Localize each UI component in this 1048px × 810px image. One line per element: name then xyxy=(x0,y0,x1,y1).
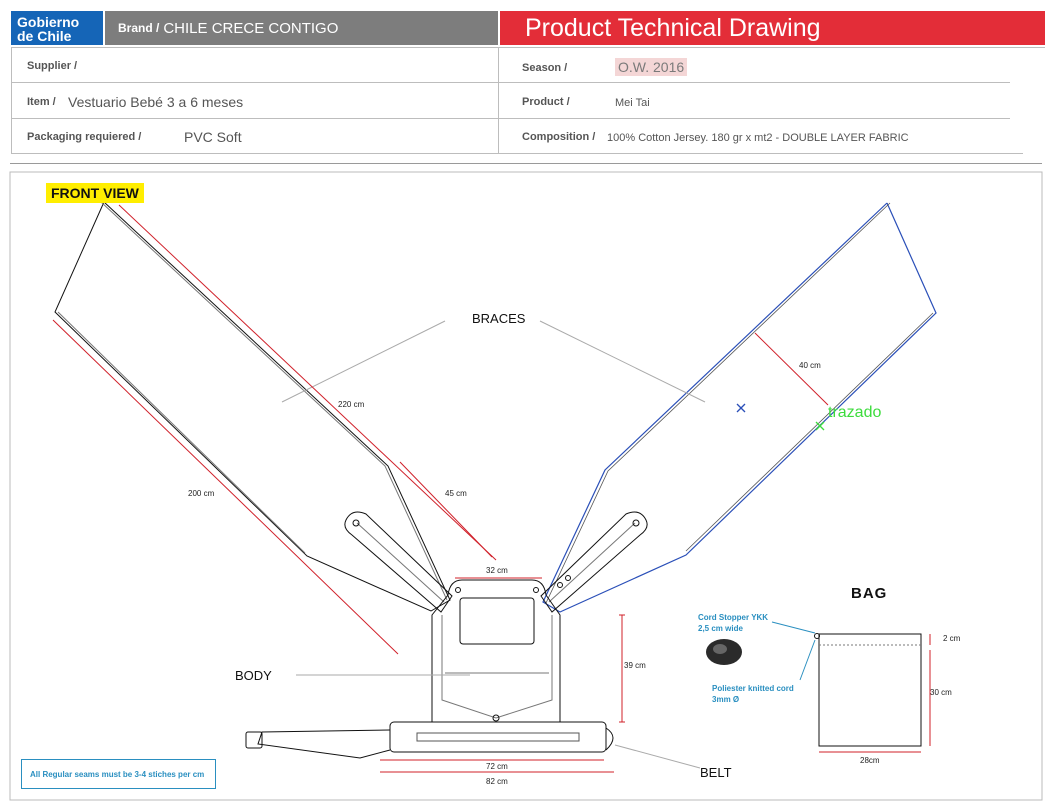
divider xyxy=(498,47,499,154)
drawing-frame xyxy=(9,171,1043,801)
product-value: Mei Tai xyxy=(615,97,650,109)
divider xyxy=(11,82,498,83)
cord-line-1: Poliester knitted cord xyxy=(712,684,794,693)
carrier-body xyxy=(431,579,561,723)
left-brace xyxy=(54,201,451,612)
divider xyxy=(11,47,1045,48)
dimension-lines xyxy=(52,204,931,773)
bag-label: BAG xyxy=(851,585,888,602)
dim-30: 30 cm xyxy=(930,688,952,697)
divider xyxy=(498,82,1010,83)
divider xyxy=(11,153,498,154)
composition-value: 100% Cotton Jersey. 180 gr x mt2 - DOUBL… xyxy=(607,132,909,144)
cord-label: Poliester knitted cord 3mm Ø xyxy=(712,683,794,705)
season-value: O.W. 2016 xyxy=(615,58,688,76)
packaging-label: Packaging requiered / xyxy=(27,131,142,143)
dim-220: 220 cm xyxy=(338,400,365,409)
cord-stopper-leader xyxy=(771,621,816,634)
divider xyxy=(498,153,1023,154)
left-strap xyxy=(344,511,453,613)
logo-line-1: Gobierno xyxy=(17,14,80,30)
dim-45: 45 cm xyxy=(445,489,467,498)
divider xyxy=(11,47,12,154)
item-label: Item / xyxy=(27,96,56,108)
item-value: Vestuario Bebé 3 a 6 meses xyxy=(68,94,244,110)
dim-39: 39 cm xyxy=(624,661,646,670)
divider xyxy=(10,163,1042,164)
season-label: Season / xyxy=(522,62,568,74)
right-brace xyxy=(542,202,937,613)
braces-label: BRACES xyxy=(472,311,526,326)
divider xyxy=(498,118,1010,119)
dim-28: 28cm xyxy=(860,756,880,765)
body-label: BODY xyxy=(235,668,272,683)
logo-line-2: de Chile xyxy=(17,28,72,44)
cord-leader xyxy=(799,639,816,681)
belt-label: BELT xyxy=(700,765,732,780)
supplier-label: Supplier / xyxy=(27,60,78,72)
gobierno-logo: Gobierno de Chile xyxy=(11,11,103,45)
cord-stopper-label: Cord Stopper YKK 2,5 cm wide xyxy=(698,612,768,634)
brand-bar: Brand / CHILE CRECE CONTIGO xyxy=(105,11,498,45)
product-label: Product / xyxy=(522,96,570,108)
dim-82: 82 cm xyxy=(486,777,508,786)
dim-32: 32 cm xyxy=(486,566,508,575)
brand-label: Brand / xyxy=(118,21,160,35)
belt xyxy=(245,721,614,759)
dim-40: 40 cm xyxy=(799,361,821,370)
composition-label: Composition / xyxy=(522,131,596,143)
right-strap xyxy=(540,511,648,613)
front-view-label: FRONT VIEW xyxy=(46,183,144,203)
cord-stopper-line-2: 2,5 cm wide xyxy=(698,624,743,633)
brand-value: CHILE CRECE CONTIGO xyxy=(163,19,339,37)
page-title: Product Technical Drawing xyxy=(500,11,1045,45)
cord-stopper-icon xyxy=(706,639,742,665)
belt-leader xyxy=(614,744,701,769)
bag xyxy=(814,633,922,747)
dim-200: 200 cm xyxy=(188,489,215,498)
dim-2: 2 cm xyxy=(943,634,961,643)
selection-marker xyxy=(736,403,746,413)
packaging-value: PVC Soft xyxy=(184,129,242,145)
cord-line-2: 3mm Ø xyxy=(712,695,740,704)
trazado-label: trazado xyxy=(828,404,882,421)
braces-leader-right xyxy=(539,320,706,403)
braces-leader-left xyxy=(281,320,446,403)
cord-stopper-line-1: Cord Stopper YKK xyxy=(698,613,769,622)
seams-note: All Regular seams must be 3-4 stiches pe… xyxy=(21,759,216,789)
dim-72: 72 cm xyxy=(486,762,508,771)
divider xyxy=(11,118,498,119)
trazado-marker xyxy=(815,421,825,431)
